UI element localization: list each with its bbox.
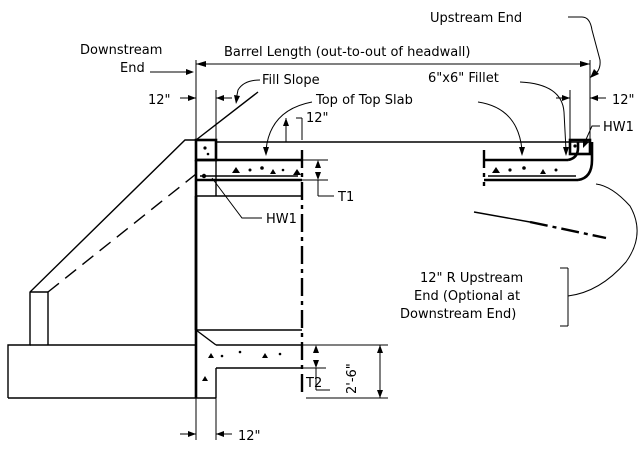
headwall-cap [194, 138, 218, 162]
downstream-headwall [7, 91, 590, 399]
upstream-end-label: Upstream End [430, 11, 522, 26]
t2-dim-marks [302, 344, 330, 391]
downstream-end-leader [150, 69, 194, 75]
bottom-slab-haunch [195, 329, 217, 346]
t2-label: T2 [305, 376, 322, 391]
fill-slope-dashed-line [47, 173, 197, 293]
fill-slope-leader [195, 91, 259, 141]
fill-slope-label: Fill Slope [262, 73, 320, 88]
fillet-label: 6"x6" Fillet [428, 71, 499, 86]
hw1-left-leader [211, 177, 262, 219]
radius-note-line2: End (Optional at [414, 289, 520, 304]
concrete-aggregate-top [203, 146, 301, 175]
dim-12-left-label: 12" [148, 93, 171, 108]
concrete-aggregate-bottom [202, 350, 282, 381]
t1-dim-marks [302, 159, 334, 197]
dim-12-slab-label: 12" [306, 111, 329, 126]
dim-12-slab-marks [283, 117, 303, 142]
hw1-right-leader [583, 125, 600, 148]
dim-2-6-marks [306, 344, 388, 399]
radius-note-line3: Downstream End) [400, 307, 516, 322]
hw1-right-label: HW1 [603, 120, 634, 135]
fillet-leader [519, 81, 569, 156]
t1-label: T1 [337, 190, 354, 205]
barrel-length-label: Barrel Length (out-to-out of headwall) [224, 45, 471, 60]
upstream-headwall [473, 138, 607, 240]
radius-note-line1: 12" R Upstream [420, 271, 523, 286]
upstream-ground-line-a [473, 211, 531, 223]
barrel-length-dimension [195, 60, 591, 140]
top-of-top-slab-label: Top of Top Slab [315, 93, 413, 108]
upstream-end-leader [568, 16, 601, 78]
fill-slope-leader-arrow [234, 79, 261, 104]
downstream-end-label-line2: End [120, 61, 145, 76]
radius-note-bracket [560, 183, 638, 327]
dim-12-right-label: 12" [612, 93, 635, 108]
dim-12-bottom-label: 12" [238, 429, 261, 444]
top-of-top-slab-leaders [263, 101, 525, 156]
downstream-end-label-line1: Downstream [80, 43, 162, 58]
upstream-radius-curve [577, 142, 594, 182]
dim-12-right-marks [556, 90, 606, 140]
headwall-cap-right [568, 138, 592, 156]
hw1-left-label: HW1 [266, 212, 297, 227]
dim-12-left-marks [180, 90, 232, 140]
dim-12-bottom-marks [180, 398, 232, 440]
dim-2-6-label: 2'-6" [345, 363, 360, 394]
upstream-ground-line-b [529, 220, 607, 240]
wingwall-outline [7, 139, 196, 398]
